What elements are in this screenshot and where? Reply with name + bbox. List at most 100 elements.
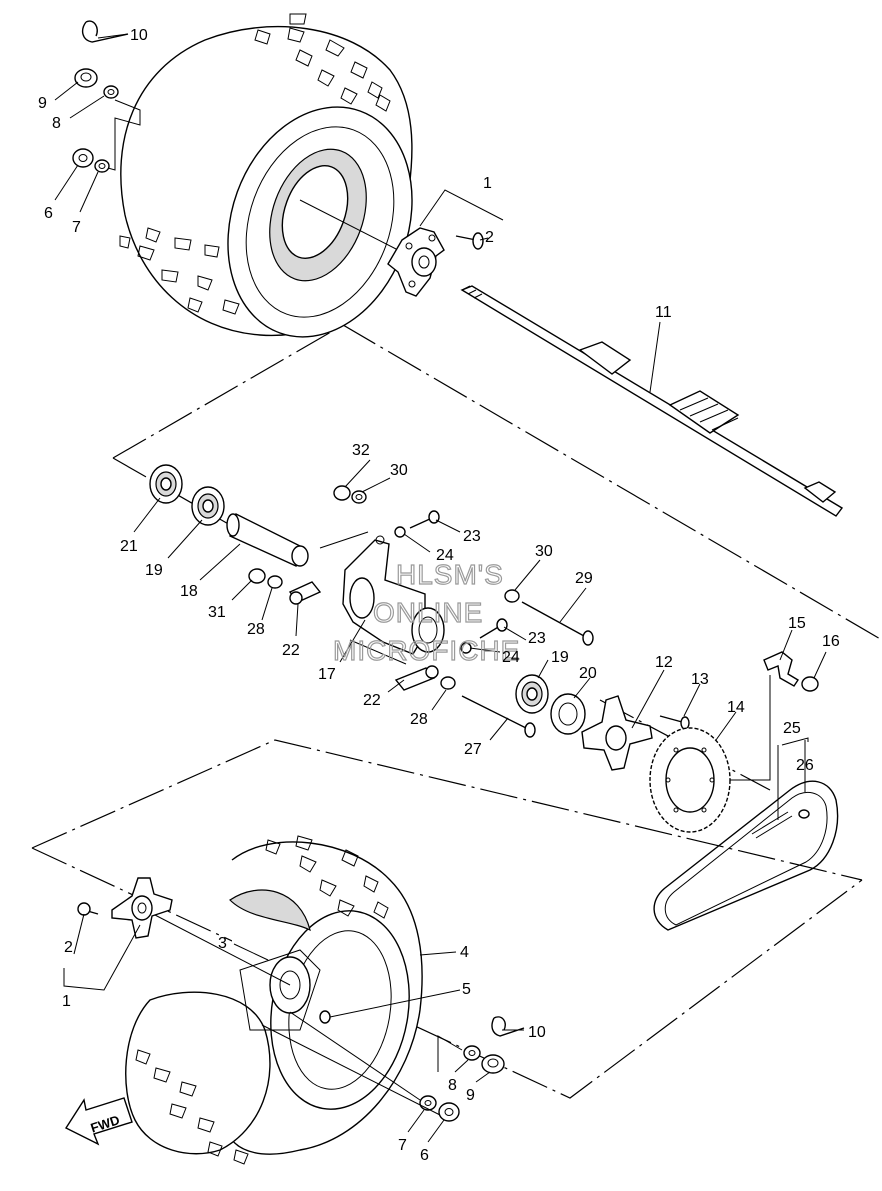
callout-7-bottom: 7 [398,1137,407,1154]
callout-25: 25 [783,720,801,737]
leader-lines [54,33,827,1143]
watermark-line-3: MICROFICHE [333,635,520,666]
castle-nut-top [74,68,98,88]
cotter-pin-top [81,20,129,43]
callout-26: 26 [796,757,814,774]
guard-bracket-15 [763,651,799,687]
tire-tread-bottom [135,835,389,1165]
wheel-hub-top [387,227,445,297]
callout-30-lower: 30 [535,543,553,560]
callout-11: 11 [655,304,672,321]
callout-18: 18 [180,583,198,600]
nut-32 [333,485,351,501]
forward-arrow: FWD [64,1097,133,1146]
hub-bolt-bottom [77,902,99,916]
callout-16: 16 [822,633,840,650]
watermark-line-1: HLSM'S [396,559,504,590]
callout-31: 31 [208,604,226,621]
callout-10-top: 10 [130,27,148,44]
rear-axle [460,285,844,517]
callout-12: 12 [655,654,673,671]
washer-28-lower [440,676,456,690]
callout-28-upper: 28 [247,621,265,638]
nut-6-top [72,148,94,168]
bearing-21 [149,464,183,504]
callout-28-lower: 28 [410,711,428,728]
callout-23-lower: 23 [528,630,546,647]
bolt-27 [461,695,536,738]
callout-3: 3 [218,935,227,952]
sprocket-14 [649,727,731,833]
washer-7-top [94,159,110,173]
watermark-line-2: ONLINE [373,597,483,628]
callout-9-bottom: 9 [466,1087,475,1104]
watermark: HLSM'S ONLINE MICROFICHE [332,558,520,666]
bearing-19-left [191,486,225,526]
axle-hub-housing-17 [319,531,445,665]
callout-23-upper: 23 [463,528,481,545]
adjuster-22-lower [394,665,439,691]
callout-30-upper: 30 [390,462,408,479]
rear-wheel-bottom [125,835,423,1165]
bolt-23-lower [479,618,508,639]
callout-6-bottom: 6 [420,1147,429,1164]
callout-19-right: 19 [551,649,569,666]
nut-16 [801,676,819,692]
wheel-hub-bottom [111,877,173,939]
axle-assembly-frame [112,324,882,791]
adjuster-22-upper [288,581,322,605]
lower-assembly-frame [31,739,863,1099]
callout-29: 29 [575,570,593,587]
bolt-13 [659,715,690,730]
castle-nut-bottom [481,1054,505,1074]
callout-6-top: 6 [44,205,53,222]
bearing-19-right [515,674,549,714]
callout-24-upper: 24 [436,547,454,564]
chain-joint-26 [751,809,810,839]
washer-28-upper [267,575,283,589]
callout-7-top: 7 [72,219,81,236]
washer-30-lower [504,589,520,603]
bolt-29 [521,601,594,646]
washer-24-upper [394,526,406,538]
callout-2-top: 2 [485,229,494,246]
callout-9-top: 9 [38,95,47,112]
callout-22-upper: 22 [282,642,300,659]
callout-labels: 10 9 8 6 7 1 2 11 32 30 23 24 21 19 18 3… [38,27,840,1164]
collar-18 [226,512,309,568]
callout-8-top: 8 [52,115,61,132]
callout-21: 21 [120,538,138,555]
tire-tread-top [119,13,391,315]
callout-4: 4 [460,944,469,961]
washer-8-top [103,85,119,99]
callout-5: 5 [462,981,471,998]
sprocket-hub-12 [581,695,653,771]
nut-6-bottom [438,1102,460,1122]
callout-27: 27 [464,741,482,758]
bolt-23-upper [409,510,440,529]
callout-13: 13 [691,671,709,688]
callout-17: 17 [318,666,336,683]
callout-1-top: 1 [483,175,492,192]
callout-2-bottom: 2 [64,939,73,956]
nut-31 [248,568,266,584]
callout-32: 32 [352,442,370,459]
callout-20: 20 [579,665,597,682]
washer-30-upper [351,490,367,504]
seal-20 [550,693,586,735]
bolt-5 [319,1010,331,1024]
callout-8-bottom: 8 [448,1077,457,1094]
drive-chain-25 [653,780,839,931]
callout-10-bottom: 10 [528,1024,546,1041]
callout-14: 14 [727,699,745,716]
callout-22-lower: 22 [363,692,381,709]
cotter-pin-bottom [491,1016,525,1037]
washer-8-bottom [463,1045,481,1061]
hub-bolt-top [455,232,484,250]
callout-15: 15 [788,615,806,632]
washer-7-bottom [419,1095,437,1111]
callout-24-lower: 24 [502,649,520,666]
callout-19-left: 19 [145,562,163,579]
callout-1-bottom: 1 [62,993,71,1010]
